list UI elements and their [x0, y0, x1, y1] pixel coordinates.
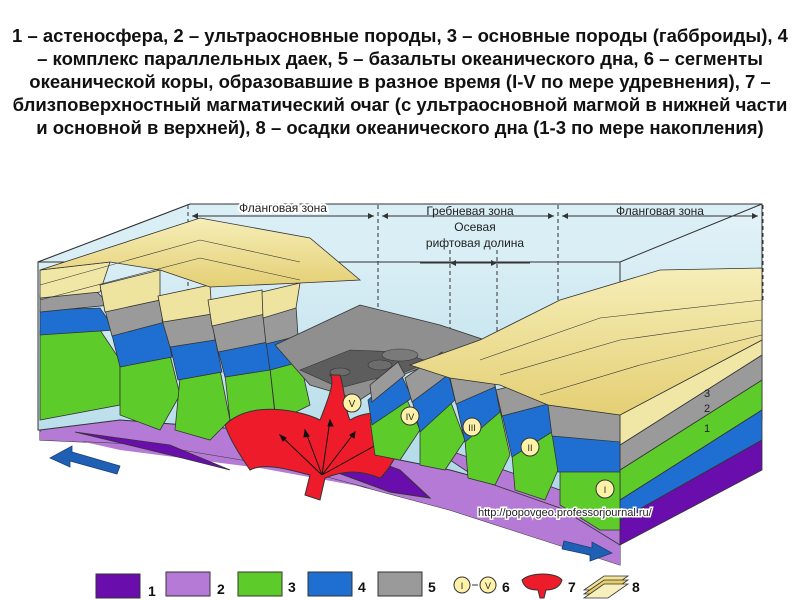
svg-text:7: 7	[568, 579, 576, 595]
spreading-arrow-right	[561, 540, 613, 562]
basalt-swatch	[377, 571, 423, 597]
svg-text:V: V	[485, 581, 491, 591]
crust-segment-markers: V IV III II I	[342, 393, 615, 499]
svg-text:IV: IV	[406, 412, 415, 422]
flank-zone-right-label: Фланговая зона	[616, 204, 704, 218]
svg-text:III: III	[468, 423, 476, 433]
axial-valley-label-1: Осевая	[454, 220, 495, 234]
dikes-swatch	[307, 571, 353, 597]
magma-chamber	[224, 374, 411, 501]
sediment-label-1: 1	[704, 423, 710, 435]
svg-text:5: 5	[428, 579, 436, 595]
svg-text:1: 1	[148, 583, 156, 599]
legend-item-1: 1	[95, 573, 156, 599]
svg-text:I: I	[461, 581, 464, 591]
source-url: http://popovgeo.professorjournal.ru/	[478, 507, 653, 519]
sediment-layer-labels: 3 2 1	[704, 388, 710, 435]
ultramafic-swatch	[165, 571, 211, 597]
source-url-text: http://popovgeo.professorjournal.ru/	[478, 507, 653, 519]
zone-annotations: Фланговая зона Фланговая зона Гребневая …	[187, 199, 764, 380]
segment-marker-iii: III	[462, 417, 482, 437]
svg-text:8: 8	[632, 579, 640, 595]
spreading-arrow-left	[49, 445, 121, 475]
sediment-layers-icon	[582, 575, 630, 599]
right-side-face	[619, 339, 763, 521]
figure-caption: 1 – астеносфера, 2 – ультраосновные поро…	[12, 25, 788, 138]
legend-item-5: 5	[377, 571, 436, 597]
gabbro-swatch	[237, 571, 283, 597]
sediment-label-3: 3	[704, 388, 710, 400]
legend-item-6: I V 6	[453, 576, 510, 595]
flank-zone-left-label: Фланговая зона	[239, 201, 327, 215]
legend: 1 2 3 4 5 I V 6	[95, 571, 640, 599]
legend-item-4: 4	[307, 571, 366, 597]
asthenosphere-swatch	[95, 573, 141, 599]
sediment-label-2: 2	[704, 403, 710, 415]
crest-zone-label: Гребневая зона	[426, 204, 514, 218]
svg-text:6: 6	[502, 579, 510, 595]
svg-text:4: 4	[358, 579, 366, 595]
svg-text:I: I	[604, 485, 607, 495]
segment-circles: I V	[453, 576, 497, 594]
left-crust-blocks	[39, 217, 362, 441]
segment-marker-v: V	[342, 393, 362, 413]
legend-item-8: 8	[582, 575, 640, 599]
legend-item-3: 3	[237, 571, 296, 597]
legend-item-2: 2	[165, 571, 225, 597]
svg-text:Фланговая зона: Фланговая зона	[239, 201, 327, 215]
magma-chamber-icon	[521, 573, 563, 599]
legend-item-7: 7	[521, 573, 576, 599]
segment-marker-iv: IV	[400, 406, 420, 426]
svg-text:II: II	[527, 443, 532, 453]
segment-marker-i: I	[595, 479, 615, 499]
svg-text:2: 2	[217, 581, 225, 597]
svg-text:V: V	[349, 399, 356, 410]
axial-valley-label-2: рифтовая долина	[426, 236, 525, 250]
svg-text:3: 3	[288, 579, 296, 595]
segment-marker-ii: II	[520, 437, 540, 457]
